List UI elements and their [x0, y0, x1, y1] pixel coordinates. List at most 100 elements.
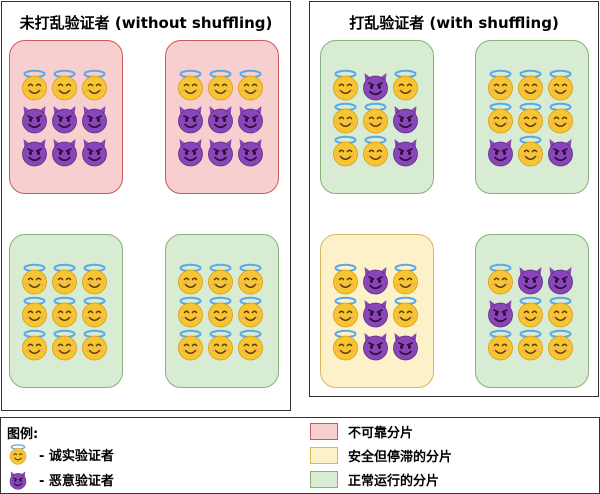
smiling-face-with-horns-icon [238, 139, 263, 167]
smiling-face-with-halo-icon [52, 296, 77, 328]
legend-malicious: - 恶意验证者 [7, 468, 114, 490]
legend: 图例: - 诚实验证者 - 恶意验证者 不可靠分片 安全但停滞的分片 正常运行的… [0, 417, 600, 494]
with-shuffling-title: 打乱验证者 (with shuffling) [349, 14, 559, 32]
smiling-face-with-halo-icon [208, 296, 233, 328]
smiling-face-with-horns-icon [548, 267, 573, 295]
smiling-face-with-halo-icon [333, 296, 358, 328]
smiling-face-with-halo-icon [238, 263, 263, 295]
unreliable-swatch [310, 423, 338, 440]
smiling-face-with-horns-icon [393, 106, 418, 134]
smiling-face-with-horns-icon [82, 139, 107, 167]
smiling-face-with-halo-icon [178, 329, 203, 361]
smiling-face-with-horns-icon [363, 300, 388, 328]
smiling-face-with-halo-icon [178, 296, 203, 328]
smiling-face-with-halo-icon [548, 329, 573, 361]
shard-right-1 [475, 40, 589, 194]
smiling-face-with-horns-icon [52, 139, 77, 167]
smiling-face-with-horns-icon [363, 333, 388, 361]
smiling-face-with-halo-icon [393, 296, 418, 328]
healthy-swatch [310, 471, 338, 488]
smiling-face-with-halo-icon [208, 69, 233, 101]
smiling-face-with-halo-icon [333, 102, 358, 134]
smiling-face-with-halo-icon [518, 329, 543, 361]
smiling-face-with-halo-icon [363, 135, 388, 167]
legend-healthy: 正常运行的分片 [310, 470, 439, 489]
smiling-face-with-horns-icon [488, 300, 513, 328]
shard-right-3 [475, 234, 589, 388]
shard-left-0 [9, 40, 123, 194]
smiling-face-with-horns-icon [208, 139, 233, 167]
smiling-face-with-halo-icon [238, 296, 263, 328]
smiling-face-with-halo-icon [22, 296, 47, 328]
smiling-face-with-halo-icon [363, 102, 388, 134]
smiling-face-with-halo-icon [82, 69, 107, 101]
smiling-face-with-halo-icon [82, 329, 107, 361]
smiling-face-with-halo-icon [22, 329, 47, 361]
legend-unreliable-label: 不可靠分片 [348, 426, 414, 441]
legend-unreliable: 不可靠分片 [310, 422, 413, 441]
smiling-face-with-horns-icon [363, 267, 388, 295]
smiling-face-with-halo-icon [393, 69, 418, 101]
smiling-face-with-halo-icon [82, 296, 107, 328]
legend-title: 图例: [7, 427, 39, 442]
smiling-face-with-halo-icon [208, 263, 233, 295]
smiling-face-with-halo-icon [333, 69, 358, 101]
smiling-face-with-halo-icon [488, 102, 513, 134]
smiling-face-with-halo-icon [82, 263, 107, 295]
shard-left-3 [165, 234, 279, 388]
smiling-face-with-halo-icon [548, 102, 573, 134]
smiling-face-with-halo-icon [178, 69, 203, 101]
smiling-face-with-horns-icon [178, 106, 203, 134]
smiling-face-with-halo-icon [9, 444, 27, 465]
smiling-face-with-horns-icon [178, 139, 203, 167]
legend-honest: - 诚实验证者 [7, 443, 114, 465]
smiling-face-with-halo-icon [22, 263, 47, 295]
legend-stalled-label: 安全但停滞的分片 [348, 450, 453, 465]
with-shuffling-panel: 打乱验证者 (with shuffling) [309, 1, 599, 397]
smiling-face-with-halo-icon [22, 69, 47, 101]
smiling-face-with-halo-icon [488, 69, 513, 101]
legend-healthy-label: 正常运行的分片 [348, 474, 440, 489]
shard-left-2 [9, 234, 123, 388]
smiling-face-with-halo-icon [518, 102, 543, 134]
smiling-face-with-halo-icon [333, 329, 358, 361]
smiling-face-with-horns-icon [518, 267, 543, 295]
smiling-face-with-halo-icon [488, 263, 513, 295]
smiling-face-with-halo-icon [178, 263, 203, 295]
stalled-swatch [310, 447, 338, 464]
smiling-face-with-horns-icon [9, 471, 27, 490]
smiling-face-with-halo-icon [238, 329, 263, 361]
smiling-face-with-horns-icon [393, 333, 418, 361]
shard-left-1 [165, 40, 279, 194]
smiling-face-with-horns-icon [22, 139, 47, 167]
smiling-face-with-horns-icon [82, 106, 107, 134]
smiling-face-with-halo-icon [518, 296, 543, 328]
legend-stalled: 安全但停滞的分片 [310, 446, 452, 465]
shard-right-0 [320, 40, 434, 194]
smiling-face-with-halo-icon [208, 329, 233, 361]
smiling-face-with-halo-icon [333, 263, 358, 295]
smiling-face-with-halo-icon [488, 329, 513, 361]
smiling-face-with-halo-icon [548, 69, 573, 101]
smiling-face-with-horns-icon [548, 139, 573, 167]
shard-right-2 [320, 234, 434, 388]
smiling-face-with-halo-icon [238, 69, 263, 101]
smiling-face-with-halo-icon [518, 69, 543, 101]
smiling-face-with-halo-icon [52, 263, 77, 295]
smiling-face-with-horns-icon [488, 139, 513, 167]
without-shuffling-panel: 未打乱验证者 (without shuffling) [1, 1, 291, 411]
smiling-face-with-halo-icon [52, 329, 77, 361]
smiling-face-with-horns-icon [208, 106, 233, 134]
smiling-face-with-halo-icon [548, 296, 573, 328]
smiling-face-with-halo-icon [52, 69, 77, 101]
smiling-face-with-horns-icon [238, 106, 263, 134]
smiling-face-with-halo-icon [518, 135, 543, 167]
smiling-face-with-horns-icon [22, 106, 47, 134]
smiling-face-with-horns-icon [393, 139, 418, 167]
legend-honest-label: - 诚实验证者 [39, 448, 114, 464]
smiling-face-with-horns-icon [52, 106, 77, 134]
legend-malicious-label: - 恶意验证者 [39, 473, 114, 489]
smiling-face-with-halo-icon [393, 263, 418, 295]
smiling-face-with-halo-icon [333, 135, 358, 167]
without-shuffling-title: 未打乱验证者 (without shuffling) [19, 14, 273, 32]
